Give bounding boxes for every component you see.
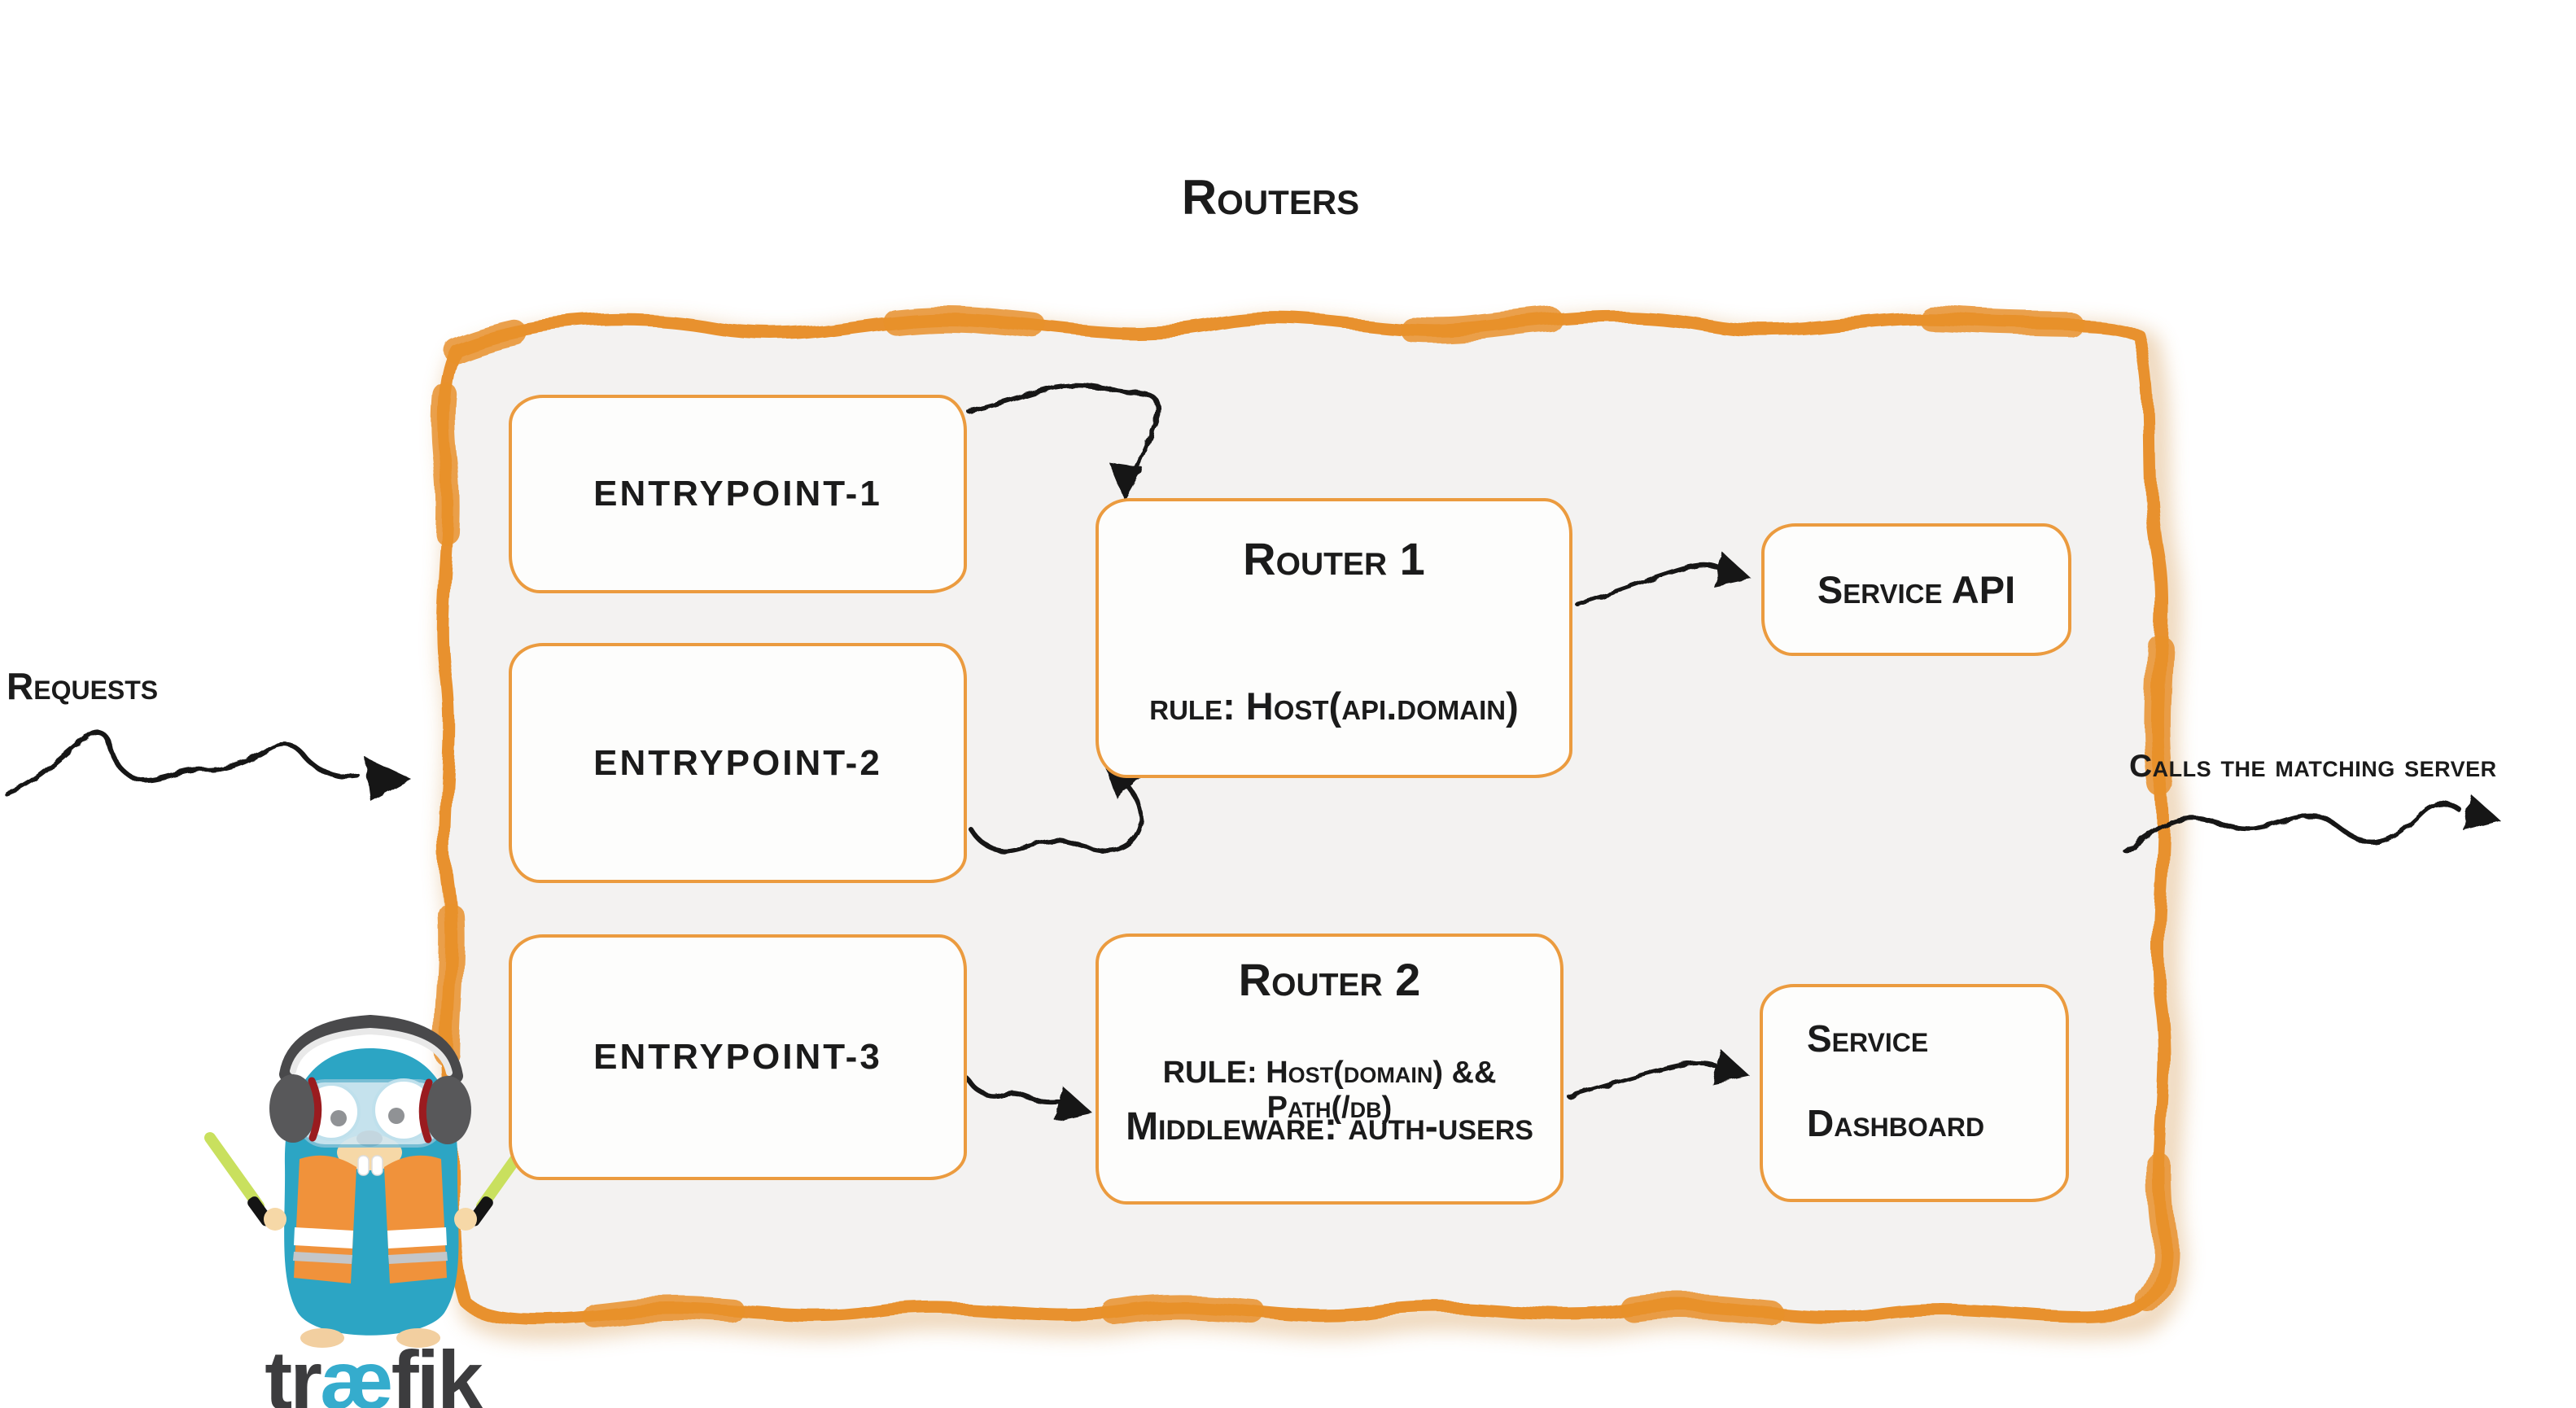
calls-matching-server-label: Calls the matching server: [2129, 749, 2497, 784]
entrypoint-1-box: entrypoint-1: [509, 395, 967, 593]
router2-to-service-dashboard-arrow: [1567, 1050, 1750, 1099]
gopher-tooth: [357, 1155, 370, 1176]
entrypoint-2-box: entrypoint-2: [509, 643, 967, 883]
left-ear-cup-icon: [269, 1074, 317, 1143]
router-2-rule: RULE: Host(domain) && Path(/db): [1162, 1056, 1497, 1125]
requests-arrow: [4, 729, 411, 801]
entrypoint1-to-router1-arrow: [966, 383, 1161, 500]
left-light-stick-icon: [204, 1132, 265, 1212]
router-1-rule: rule: Host(api.domain): [1149, 684, 1519, 728]
router-1-box: Router 1 rule: Host(api.domain): [1096, 498, 1572, 778]
service-dashboard-box: Service Dashboard: [1760, 984, 2069, 1202]
arrows-layer: [4, 383, 2500, 1121]
entrypoint-3-box: entrypoint-3: [509, 934, 967, 1180]
headphones-band-highlight: [290, 1027, 453, 1076]
gopher-safety-vest: [293, 1155, 448, 1283]
gopher-left-pupil: [330, 1110, 347, 1126]
router-1-title: Router 1: [1243, 533, 1425, 584]
gopher-right-hand: [454, 1208, 477, 1231]
entrypoint-3-label: entrypoint-3: [593, 1037, 882, 1077]
wordmark-ae: æ: [319, 1334, 394, 1408]
traefik-gopher-logo: [204, 1014, 536, 1348]
right-ear-cup-accent: [418, 1078, 433, 1143]
left-ear-cup-accent: [308, 1077, 322, 1142]
wordmark-post: fik: [391, 1334, 483, 1408]
gopher-right-pupil: [388, 1108, 405, 1124]
entrypoint-2-label: entrypoint-2: [593, 742, 882, 783]
service-dashboard-label-line1: Service: [1807, 1017, 1929, 1060]
gopher-tooth: [371, 1155, 383, 1176]
right-ear-cup-icon: [424, 1076, 471, 1144]
service-api-box: Service API: [1761, 523, 2071, 656]
page-title: Routers: [1181, 170, 1360, 225]
requests-label: Requests: [7, 665, 159, 707]
router-2-title: Router 2: [1238, 954, 1421, 1005]
router1-to-service-api-arrow: [1575, 553, 1752, 606]
gopher-left-foot: [300, 1328, 344, 1348]
headphones-band-icon: [279, 1014, 463, 1083]
traefik-wordmark: træfik: [226, 1333, 519, 1408]
wordmark-pre: tr: [265, 1334, 322, 1408]
calls-matching-server-arrow: [2123, 794, 2500, 854]
entrypoint-1-label: entrypoint-1: [593, 474, 882, 514]
service-dashboard-label-line2: Dashboard: [1807, 1102, 1985, 1144]
service-api-label: Service API: [1817, 568, 2016, 611]
router-2-box: Router 2 RULE: Host(domain) && Path(/db)…: [1096, 934, 1564, 1205]
gopher-right-foot: [396, 1328, 440, 1348]
router-2-middleware: Middleware: auth-users: [1126, 1105, 1533, 1148]
gopher-left-hand: [264, 1208, 286, 1231]
entrypoint3-to-router2-arrow: [964, 1076, 1092, 1121]
